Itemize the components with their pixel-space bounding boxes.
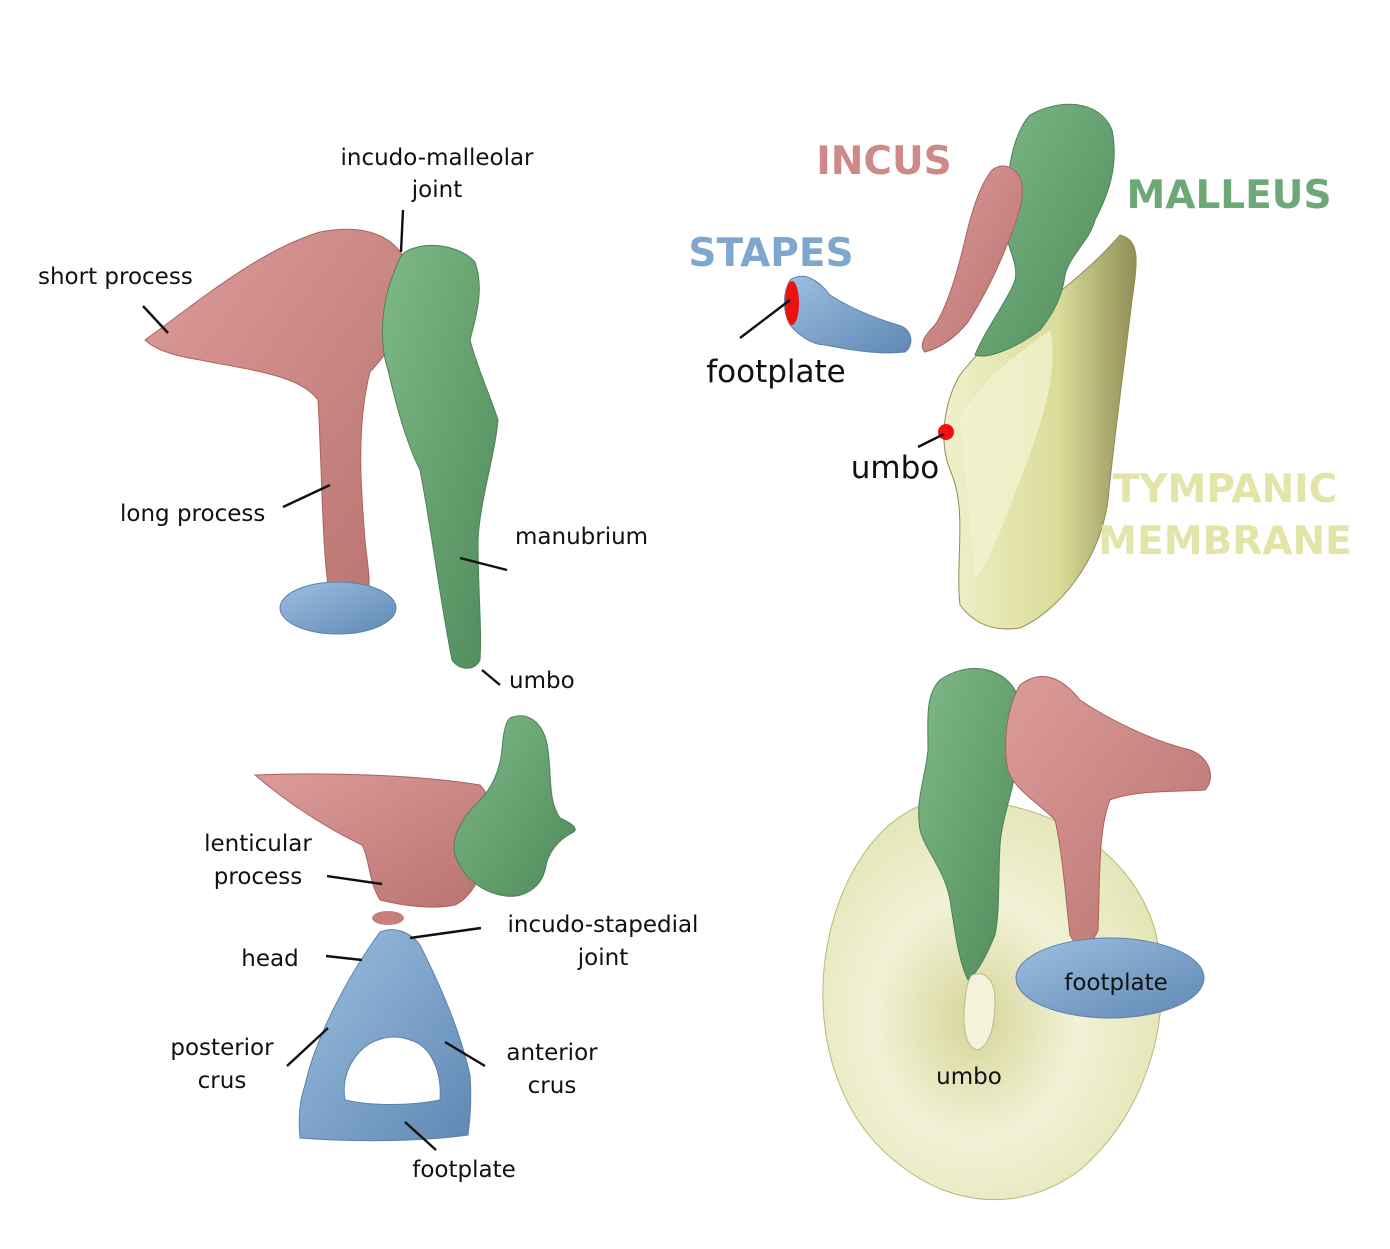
label-lenticular-1: lenticular (204, 831, 312, 857)
label-anterior-2: crus (528, 1073, 577, 1099)
title-incus: INCUS (816, 139, 952, 184)
leader-isj (409, 926, 482, 940)
label-short-process: short process (38, 264, 193, 290)
label-long-process: long process (120, 501, 265, 527)
incus-shape-b (921, 165, 1023, 353)
label-isj-1: incudo-stapedial (508, 912, 699, 938)
leader-anterior-crus (444, 1040, 486, 1068)
incus-shape-d (1005, 676, 1211, 945)
leader-umbo-b (917, 432, 945, 449)
label-posterior-2: crus (198, 1068, 247, 1094)
leader-footplate-b (739, 299, 791, 339)
leader-head (325, 954, 363, 962)
panel-a: incudo-malleolar joint short process lon… (38, 145, 648, 694)
incus-shape (144, 228, 413, 602)
leader-posterior-crus (286, 1027, 329, 1067)
label-footplate-c: footplate (412, 1157, 516, 1183)
leader-long-process (282, 483, 331, 509)
malleus-shape-c (453, 715, 576, 897)
leader-incudo-malleolar (399, 209, 405, 253)
leader-footplate-c (404, 1121, 437, 1151)
stapes-footplate-shape-d (1015, 937, 1205, 1019)
umbo-marker (938, 424, 954, 440)
label-footplate-b: footplate (706, 354, 846, 390)
panel-c: lenticular process incudo-stapedial join… (170, 715, 699, 1183)
incus-shape-c (253, 773, 493, 908)
title-malleus: MALLEUS (1126, 173, 1331, 218)
label-isj-2: joint (577, 945, 628, 971)
stapes-shape-b (783, 275, 912, 354)
label-anterior-1: anterior (506, 1040, 598, 1066)
stapes-footplate-marker (785, 281, 799, 325)
lenticular-process-shape (372, 911, 404, 925)
leader-lenticular (326, 874, 383, 886)
stapes-footplate-shape (279, 581, 397, 635)
leader-umbo-a (481, 669, 501, 686)
manubrium-tm-shape (963, 973, 996, 1051)
label-head: head (241, 946, 298, 972)
stapes-shape-c (298, 929, 472, 1142)
title-tympanic: TYMPANIC (1113, 467, 1338, 512)
leader-manubrium (459, 556, 508, 572)
label-footplate-d: footplate (1064, 970, 1168, 996)
label-posterior-1: posterior (170, 1035, 274, 1061)
panel-d: footplate umbo (822, 668, 1211, 1201)
title-membrane: MEMBRANE (1098, 519, 1351, 564)
tm-shadow-shape (960, 330, 1053, 580)
label-manubrium: manubrium (515, 524, 648, 550)
title-stapes: STAPES (688, 231, 853, 276)
label-umbo-d: umbo (936, 1064, 1002, 1090)
malleus-shape (381, 244, 499, 669)
label-incudo-malleolar-2: joint (411, 177, 462, 203)
label-umbo-a: umbo (509, 668, 575, 694)
label-lenticular-2: process (214, 864, 302, 890)
label-umbo-b: umbo (851, 450, 940, 486)
label-incudo-malleolar-1: incudo-malleolar (340, 145, 534, 171)
leader-short-process (142, 305, 169, 334)
panel-b: INCUS MALLEUS STAPES TYMPANIC MEMBRANE f… (688, 103, 1352, 630)
